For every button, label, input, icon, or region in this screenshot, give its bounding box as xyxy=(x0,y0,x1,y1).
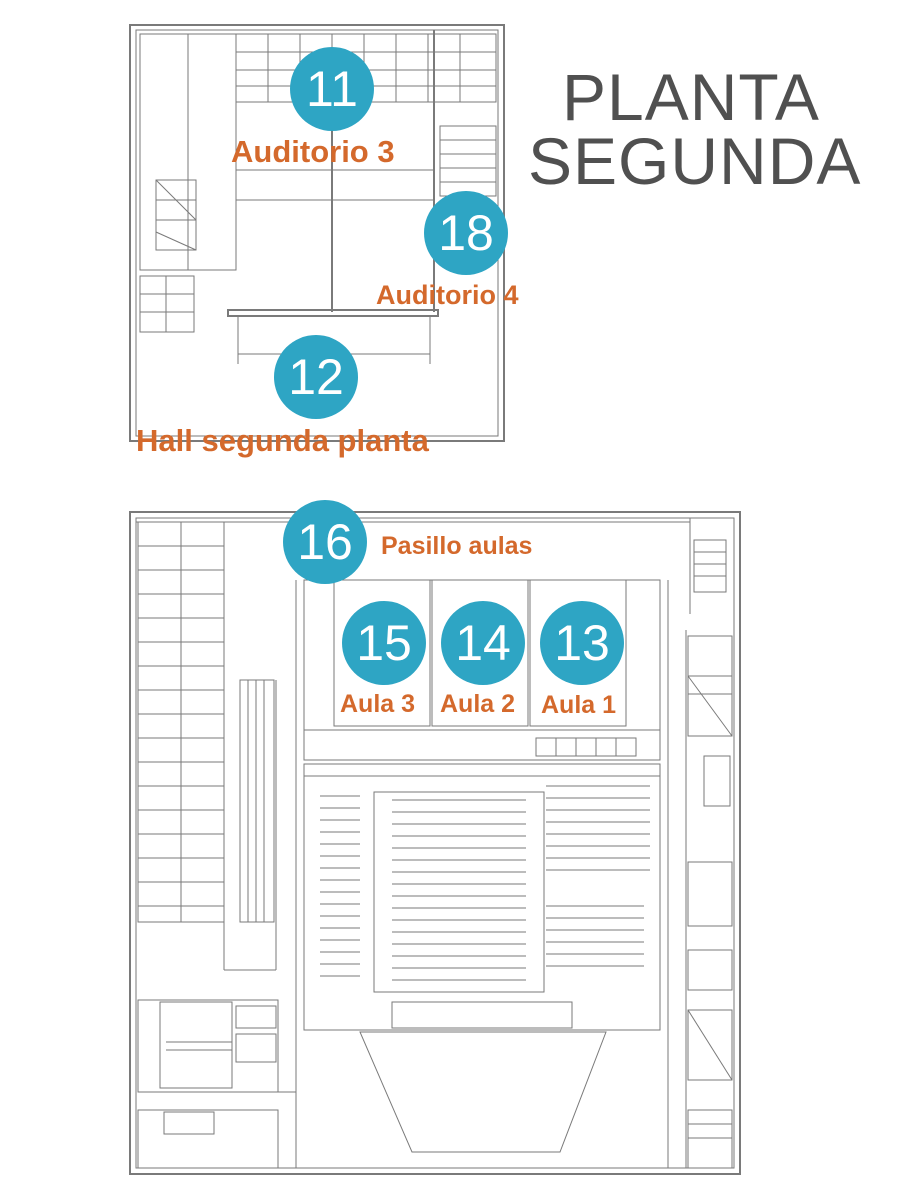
room-label-aula-3: Aula 3 xyxy=(340,690,416,718)
left-stair-grid xyxy=(137,521,277,971)
plan-title-line-2: SEGUNDA xyxy=(528,124,862,198)
room-number-18: 18 xyxy=(438,205,494,261)
main-auditorium xyxy=(303,763,661,1031)
room-label-aula-1: Aula 1 xyxy=(541,691,617,719)
room-marker-13[interactable]: 13 xyxy=(540,601,624,685)
room-marker-16[interactable]: 16 xyxy=(283,500,367,584)
room-number-15: 15 xyxy=(356,615,412,671)
room-label-hall-segunda-planta: Hall segunda planta xyxy=(136,423,429,458)
classrooms xyxy=(303,579,661,761)
auditorio-4-seating xyxy=(439,125,497,197)
plan-title-line-1: PLANTA xyxy=(562,60,820,134)
room-label-aula-2: Aula 2 xyxy=(440,690,516,718)
room-marker-11[interactable]: 11 xyxy=(290,47,374,131)
room-label-auditorio-4: Auditorio 4 xyxy=(376,280,519,310)
right-services xyxy=(667,539,733,1169)
room-marker-15[interactable]: 15 xyxy=(342,601,426,685)
top-stairs xyxy=(139,179,197,333)
room-number-12: 12 xyxy=(288,349,344,405)
room-marker-18[interactable]: 18 xyxy=(424,191,508,275)
room-label-pasillo-aulas: Pasillo aulas xyxy=(381,532,533,560)
room-number-16: 16 xyxy=(297,514,353,570)
room-number-11: 11 xyxy=(306,61,358,117)
room-number-13: 13 xyxy=(554,615,610,671)
room-marker-14[interactable]: 14 xyxy=(441,601,525,685)
room-label-auditorio-3: Auditorio 3 xyxy=(231,134,395,169)
bottom-left-services xyxy=(137,580,297,1169)
room-marker-12[interactable]: 12 xyxy=(274,335,358,419)
room-number-14: 14 xyxy=(455,615,511,671)
bottom-building-outline xyxy=(129,511,741,1175)
stage xyxy=(304,1029,660,1153)
